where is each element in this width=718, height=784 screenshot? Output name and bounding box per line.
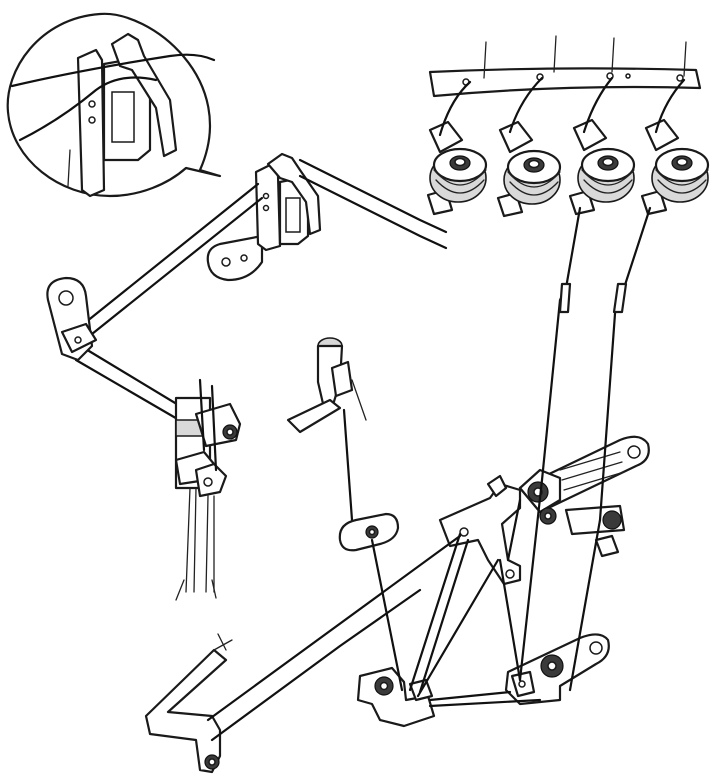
- lower-thread-paths: [206, 206, 652, 742]
- looper-bracket-icon: [356, 666, 436, 728]
- upper-thread-paths: [438, 76, 686, 137]
- thread-rod-icon: [74, 158, 448, 426]
- thread-guide-bar-icon: [428, 35, 702, 98]
- looper-thread-guide-icon: [438, 474, 522, 586]
- lower-looper-icon: [144, 633, 233, 774]
- needle-clamp-icon: [174, 378, 242, 601]
- thread-guide-hook-icon: [206, 152, 322, 282]
- looper-thread-guide-icon: [338, 512, 400, 552]
- needle-bar-guide-icon: [286, 337, 367, 522]
- left-bracket-icon: [46, 276, 98, 362]
- tension-dial-icon: [426, 118, 710, 218]
- thread-guide-detail-inset-icon: [6, 12, 222, 198]
- looper-thread-guide-icon: [518, 435, 650, 558]
